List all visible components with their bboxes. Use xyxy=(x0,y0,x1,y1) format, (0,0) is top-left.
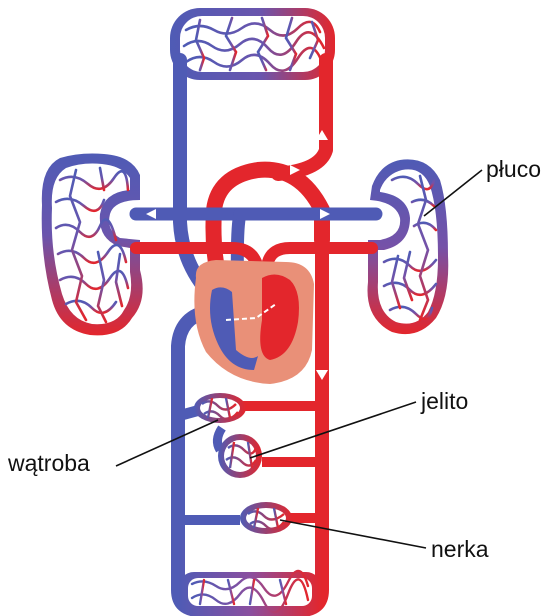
right-lung xyxy=(368,159,449,334)
lower-body-capillary-bed xyxy=(178,540,322,612)
kidney-organ xyxy=(178,502,322,534)
label-jelito: jelito xyxy=(421,390,468,413)
label-watroba: wątroba xyxy=(8,452,90,475)
superior-vena-cava xyxy=(180,60,208,292)
intestine-organ xyxy=(217,428,322,478)
leader-line-watroba xyxy=(116,420,218,466)
label-pluco: płuco xyxy=(486,158,541,181)
leader-line-nerka xyxy=(280,520,426,548)
left-lung xyxy=(42,154,143,336)
upper-body-capillary-bed xyxy=(170,8,335,80)
heart xyxy=(194,260,314,384)
liver-organ xyxy=(178,393,322,423)
label-nerka: nerka xyxy=(431,538,489,561)
